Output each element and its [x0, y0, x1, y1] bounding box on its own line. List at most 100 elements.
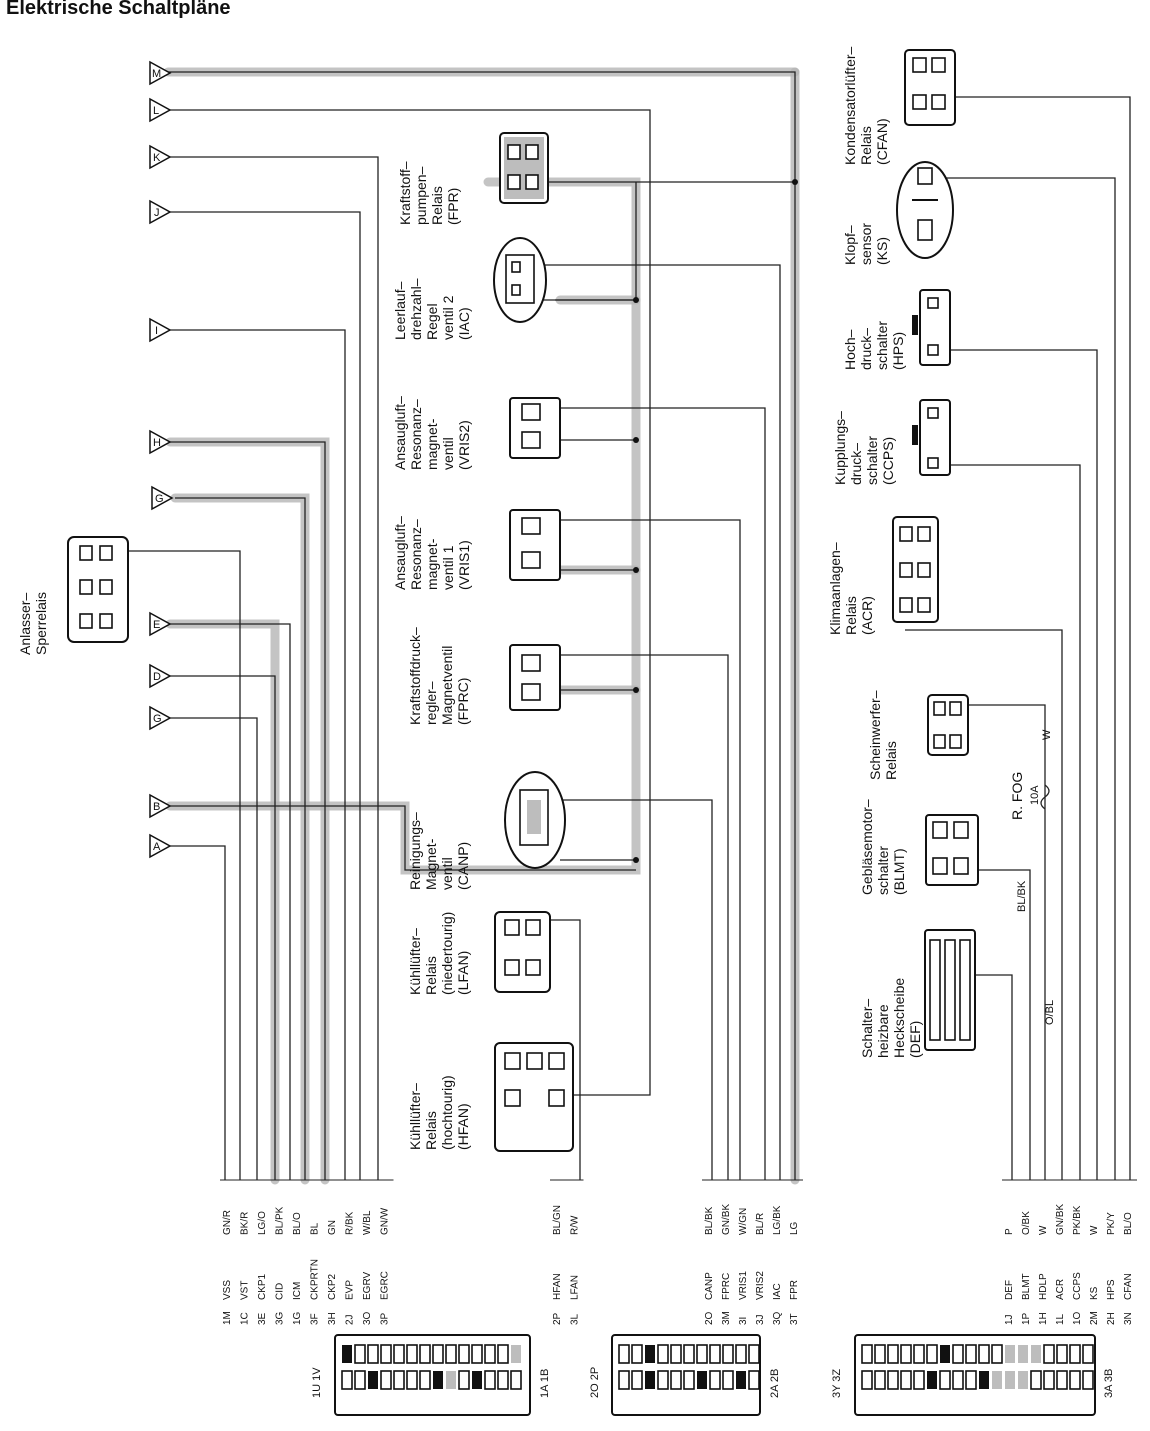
- pin-signal: IAC: [772, 1283, 783, 1300]
- connector-pin: [1082, 1370, 1094, 1390]
- connector-pin: [952, 1344, 964, 1364]
- svg-text:Scheinwerfer–Relais: Scheinwerfer–Relais: [867, 690, 899, 780]
- pin-signal: VST: [240, 1281, 251, 1300]
- acr-relay: Klimaanlagen–Relais(ACR): [827, 516, 939, 635]
- hps-switch: Hoch–druck–schalter(HPS): [842, 289, 951, 370]
- connector-pin: [683, 1344, 695, 1364]
- canp-valve: Reinigungs–Magnet-ventil(CANP): [407, 771, 566, 890]
- pin-signal: HPS: [1106, 1279, 1117, 1300]
- connector-pin: [1056, 1370, 1068, 1390]
- pin-color: LG: [789, 1221, 800, 1235]
- vris1-valve: Ansaugluft–Resonanz–magnet-ventil 1(VRIS…: [392, 509, 561, 590]
- connector-pin: [861, 1370, 873, 1390]
- connector-pin: [1069, 1370, 1081, 1390]
- anlasser-label: Anlasser–Sperrelais: [17, 592, 49, 655]
- svg-text:Ansaugluft–Resonanz–magnet-ven: Ansaugluft–Resonanz–magnet-ventil 1(VRIS…: [392, 516, 472, 590]
- connector-pin: [748, 1370, 760, 1390]
- svg-text:D: D: [153, 671, 161, 683]
- connector-pin: [670, 1370, 682, 1390]
- pin-color: BL/O: [1123, 1212, 1134, 1235]
- connector-pin: [709, 1344, 721, 1364]
- svg-text:BL/BK: BL/BK: [1016, 880, 1028, 912]
- pin-signal: CKPRTN: [310, 1259, 321, 1300]
- svg-text:Kühllüfter–Relais(niedertourig: Kühllüfter–Relais(niedertourig)(LFAN): [407, 912, 471, 995]
- connector-pin: [1043, 1370, 1055, 1390]
- connector-pin: [913, 1344, 925, 1364]
- pin-color: W/BL: [362, 1210, 373, 1235]
- pin-id: 2P: [552, 1312, 563, 1325]
- svg-text:R. FOG: R. FOG: [1009, 772, 1025, 820]
- cfan-relay: Kondensatorlüfter–Relais(CFAN): [842, 46, 956, 165]
- pin-signal: BLMT: [1021, 1273, 1032, 1300]
- connector-pin: [965, 1344, 977, 1364]
- lfan-relay: Kühllüfter–Relais(niedertourig)(LFAN): [407, 911, 551, 995]
- connector-i: I: [149, 317, 172, 343]
- connector-pin: [510, 1370, 522, 1390]
- pin-id: 3N: [1123, 1312, 1134, 1325]
- svg-text:Kühllüfter–Relais(hochtourig)(: Kühllüfter–Relais(hochtourig)(HFAN): [407, 1075, 471, 1150]
- connector-pin: [354, 1344, 366, 1364]
- connector-k: K: [149, 144, 172, 170]
- pin-color: BL/O: [292, 1212, 303, 1235]
- ecu-connector-3: 3Y 3Z 3A 3B: [831, 1334, 1115, 1416]
- connector-pin: [368, 1371, 378, 1389]
- svg-text:Schalter–heizbareHeckscheibe(D: Schalter–heizbareHeckscheibe(DEF): [859, 978, 923, 1058]
- pin-color: R/W: [570, 1215, 581, 1235]
- connector-pin: [900, 1344, 912, 1364]
- connector-pin: [380, 1344, 392, 1364]
- connector-pin: [511, 1345, 521, 1363]
- pin-id: 3H: [327, 1312, 338, 1325]
- pin-table-4: 1JDEFP1PBLMTO/BK1HHDLPW1LACRGN/BK1OCCPSP…: [1002, 1179, 1137, 1325]
- connector-pin: [874, 1344, 886, 1364]
- pin-signal: FPRC: [721, 1273, 732, 1300]
- pin-id: 2H: [1106, 1312, 1117, 1325]
- connector-pin: [618, 1370, 630, 1390]
- connector-pin: [645, 1345, 655, 1363]
- pin-signal: CCPS: [1072, 1272, 1083, 1300]
- connector-pin: [1018, 1345, 1028, 1363]
- pin-color: W: [1089, 1225, 1100, 1235]
- connector-pin: [497, 1370, 509, 1390]
- pin-color: PK/Y: [1106, 1212, 1117, 1235]
- pin-id: 3E: [257, 1312, 268, 1325]
- connector-pin: [419, 1344, 431, 1364]
- svg-text:Hoch–druck–schalter(HPS): Hoch–druck–schalter(HPS): [842, 321, 906, 370]
- connector-pin: [709, 1370, 721, 1390]
- pin-signal: HDLP: [1038, 1273, 1049, 1300]
- svg-text:Gebläsemotor–schalter(BLMT): Gebläsemotor–schalter(BLMT): [859, 799, 907, 895]
- fprc-valve: Kraftstoffdruck–regler–Magnetventil(FPRC…: [407, 627, 561, 725]
- pin-id: 1M: [222, 1311, 233, 1325]
- pin-id: 3P: [380, 1312, 391, 1325]
- connector-pin: [445, 1344, 457, 1364]
- vris2-valve: Ansaugluft–Resonanz–magnet-ventil(VRIS2): [392, 396, 561, 470]
- pin-signal: FPR: [789, 1280, 800, 1300]
- svg-text:3A 3B: 3A 3B: [1103, 1369, 1115, 1398]
- pin-id: 3G: [275, 1311, 286, 1325]
- pin-id: 2O: [704, 1311, 715, 1325]
- anlasser-sperrelais: Anlasser–Sperrelais: [17, 536, 129, 655]
- connector-pin: [446, 1371, 456, 1389]
- connector-pin: [393, 1370, 405, 1390]
- svg-text:Kraftstoff–pumpen–Relais(FPR): Kraftstoff–pumpen–Relais(FPR): [397, 161, 461, 225]
- pin-color: O/BK: [1021, 1211, 1032, 1235]
- svg-text:3Y 3Z: 3Y 3Z: [831, 1369, 843, 1398]
- pin-id: 2M: [1089, 1311, 1100, 1325]
- connector-pin: [1005, 1345, 1015, 1363]
- connector-pin: [1043, 1344, 1055, 1364]
- connector-pin: [696, 1344, 708, 1364]
- connector-pin: [1005, 1371, 1015, 1389]
- connector-pin: [979, 1371, 989, 1389]
- pin-signal: VRIS1: [738, 1271, 749, 1300]
- connector-m: M: [149, 60, 172, 86]
- def-switch: Schalter–heizbareHeckscheibe(DEF): [859, 929, 976, 1058]
- pin-color: GN/W: [380, 1207, 391, 1235]
- connector-pin: [341, 1370, 353, 1390]
- scheinwerfer-relay: Scheinwerfer–Relais: [867, 690, 969, 780]
- svg-text:G: G: [153, 713, 162, 725]
- connector-pin: [992, 1371, 1002, 1389]
- pin-signal: EGRC: [380, 1271, 391, 1300]
- connector-pin: [645, 1371, 655, 1389]
- wires: [117, 71, 1131, 1180]
- page-title: Elektrische Schaltpläne: [6, 0, 231, 19]
- connector-pin: [484, 1370, 496, 1390]
